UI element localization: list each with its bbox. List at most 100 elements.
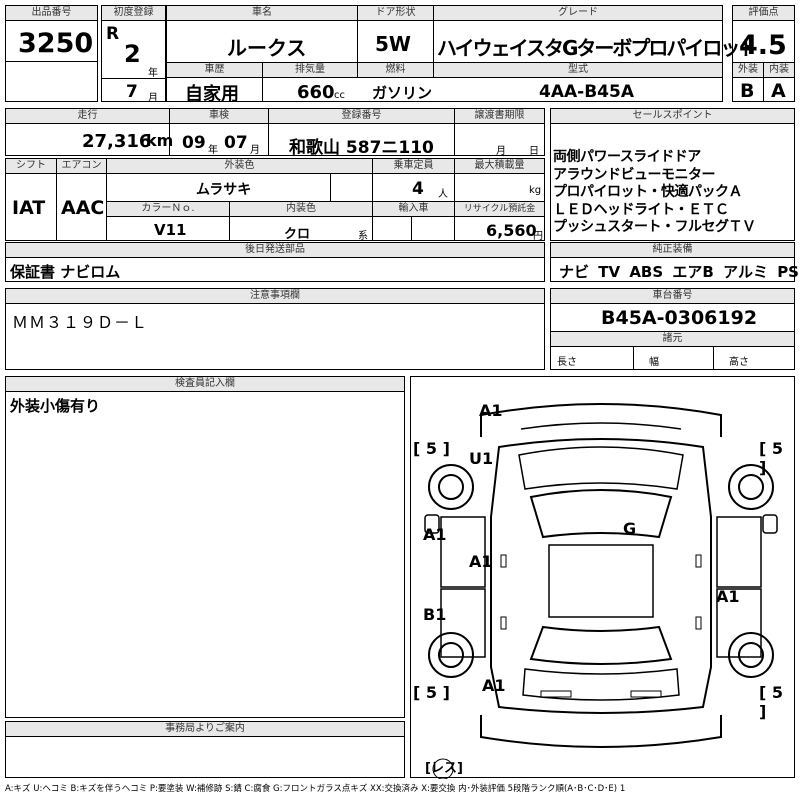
damage-mark: B1 xyxy=(423,605,447,624)
length-label: 長さ xyxy=(557,357,577,368)
chassis-label: 車台番号 xyxy=(551,289,794,304)
ext-label: 外装 xyxy=(733,63,763,78)
sales-point: ＬＥＤヘッドライト・ＥＴＣ xyxy=(553,201,729,218)
tire-fl-rating: [ 5 ] xyxy=(413,439,450,458)
sales-label: セールスポイント xyxy=(551,109,794,124)
inspector-notes: 検査員記入欄 外装小傷有り xyxy=(5,376,405,718)
notes-value: ＭＭ３１９Ｄ－Ｌ xyxy=(12,313,149,332)
tire-rl-rating: [ 5 ] xyxy=(413,683,450,702)
grade: ハイウェイスタGターボプロパイロット xyxy=(437,36,758,60)
specs-label: 諸元 xyxy=(551,332,794,347)
damage-mark: G xyxy=(623,519,637,538)
load-unit: kg xyxy=(529,185,542,196)
month-unit: 月 xyxy=(148,93,158,104)
equipment-label: 純正装備 xyxy=(551,243,794,258)
fuel: ガソリン xyxy=(372,84,433,102)
later-parts-label: 後日発送部品 xyxy=(6,243,544,258)
year-unit: 年 xyxy=(148,68,158,79)
office-info: 事務局よりご案内 xyxy=(5,721,405,778)
insp-month-unit: 月 xyxy=(250,145,260,156)
insp-year: 09 xyxy=(182,133,206,153)
color-no: V11 xyxy=(154,221,187,239)
damage-mark: A1 xyxy=(423,525,447,544)
equipment-item: アルミ xyxy=(723,263,768,281)
equipment-item: エアB xyxy=(672,263,714,281)
name-label: 車名 xyxy=(167,6,357,21)
shift: IAT xyxy=(12,197,46,219)
insp-year-unit: 年 xyxy=(208,145,218,156)
chassis-number: B45A-0306192 xyxy=(601,307,758,329)
transfer-month: 月 xyxy=(496,146,506,157)
door-type: 5W xyxy=(375,32,411,56)
notes: 注意事項欄 ＭＭ３１９Ｄ－Ｌ xyxy=(5,288,545,370)
capacity-unit: 人 xyxy=(438,189,448,200)
inspector-label: 検査員記入欄 xyxy=(6,377,404,392)
ac: AAC xyxy=(61,197,105,219)
inspection-label: 車検 xyxy=(169,109,268,124)
damage-mark: A1 xyxy=(479,401,503,420)
lot-label: 出品番号 xyxy=(6,6,97,21)
width-label: 幅 xyxy=(649,357,659,368)
reg-no-label: 登録番号 xyxy=(268,109,454,124)
displacement: 660 xyxy=(297,82,335,103)
first-registration-cell: 初度登録 R 2 年 7 月 xyxy=(101,5,166,104)
tire-fr-rating: [ 5 ] xyxy=(759,439,784,477)
recycle-amount: 6,560 xyxy=(486,221,537,240)
mileage-unit: km xyxy=(146,131,174,150)
displacement-unit: cc xyxy=(334,90,345,101)
later-parts-value: 保証書 ナビロム xyxy=(10,263,121,281)
insp-month: 07 xyxy=(224,133,248,153)
chassis-specs: 車台番号 B45A-0306192 諸元 長さ 幅 高さ xyxy=(550,288,795,370)
height-label: 高さ xyxy=(729,357,749,368)
int-color-label: 内装色 xyxy=(229,202,372,217)
mileage-block: 走行 車検 登録番号 譲渡書期限 27,316 km 09 年 07 月 和歌山… xyxy=(5,108,545,158)
equipment-item: TV xyxy=(598,263,621,281)
ext-color: ムラサキ xyxy=(196,182,252,198)
damage-mark: U1 xyxy=(469,449,494,468)
recycle-label: リサイクル預託金 xyxy=(454,202,544,217)
shift-label: シフト xyxy=(6,159,56,174)
equipment: 純正装備 ナビ TV ABS エアB アルミ PS PW xyxy=(550,242,799,282)
name-grade-block: 車名 ドア形状 グレード ルークス 5W ハイウェイスタGターボプロパイロット … xyxy=(166,5,758,105)
grade-label: グレード xyxy=(433,6,722,21)
inspector-note: 外装小傷有り xyxy=(10,397,101,415)
sales-point: プロパイロット・快適パックＡ xyxy=(553,184,742,200)
capacity-label: 乗車定員 xyxy=(372,159,454,174)
tire-rr-rating: [ 5 ] xyxy=(759,683,784,721)
lot-number: 3250 xyxy=(18,28,94,59)
mileage-label: 走行 xyxy=(6,109,169,124)
reg-year: 2 xyxy=(124,40,141,68)
equipment-item: ナビ xyxy=(559,263,590,281)
fuel-label: 燃料 xyxy=(357,63,433,78)
transfer-label: 譲渡書期限 xyxy=(454,109,544,124)
int-color: クロ xyxy=(284,227,311,242)
model: 4AA-B45A xyxy=(539,82,634,102)
score: 4.5 xyxy=(739,30,787,61)
ac-label: エアコン xyxy=(56,159,106,174)
int-score: A xyxy=(771,80,786,102)
damage-legend: A:キズ U:ヘコミ B:キズを伴うヘコミ P:要塗装 W:補修跡 S:錆 C:… xyxy=(5,784,626,794)
score-label: 評価点 xyxy=(733,6,794,21)
load-label: 最大積載量 xyxy=(454,159,544,174)
later-parts: 後日発送部品 保証書 ナビロム xyxy=(5,242,545,282)
equipment-item: ABS xyxy=(629,263,664,281)
int-color-suffix: 系 xyxy=(358,231,368,242)
sales-point-list: 両側パワースライドドア アラウンドビューモニター プロパイロット・快適パックＡ … xyxy=(553,149,756,237)
equipment-list: ナビ TV ABS エアB アルミ PS PW xyxy=(559,261,800,282)
recycle-unit: 円 xyxy=(533,231,543,242)
damage-mark: A1 xyxy=(716,587,740,606)
notes-label: 注意事項欄 xyxy=(6,289,544,304)
color-no-label: カラーＮｏ. xyxy=(107,202,229,217)
displacement-label: 排気量 xyxy=(262,63,357,78)
sales-point: 両側パワースライドドア xyxy=(553,149,701,165)
import-label: 輸入車 xyxy=(372,202,454,217)
equipment-item: PS xyxy=(777,263,799,281)
model-label: 型式 xyxy=(433,63,722,78)
car-outline xyxy=(424,403,778,779)
sales-point: アラウンドビューモニター xyxy=(553,166,715,183)
reg-no: 和歌山 587ニ110 xyxy=(289,138,434,158)
sales-points: セールスポイント 両側パワースライドドア アラウンドビューモニター プロパイロッ… xyxy=(550,108,795,241)
ext-color-label: 外装色 xyxy=(106,159,372,174)
sales-point: プッシュスタート・フルセグＴＶ xyxy=(553,219,756,235)
